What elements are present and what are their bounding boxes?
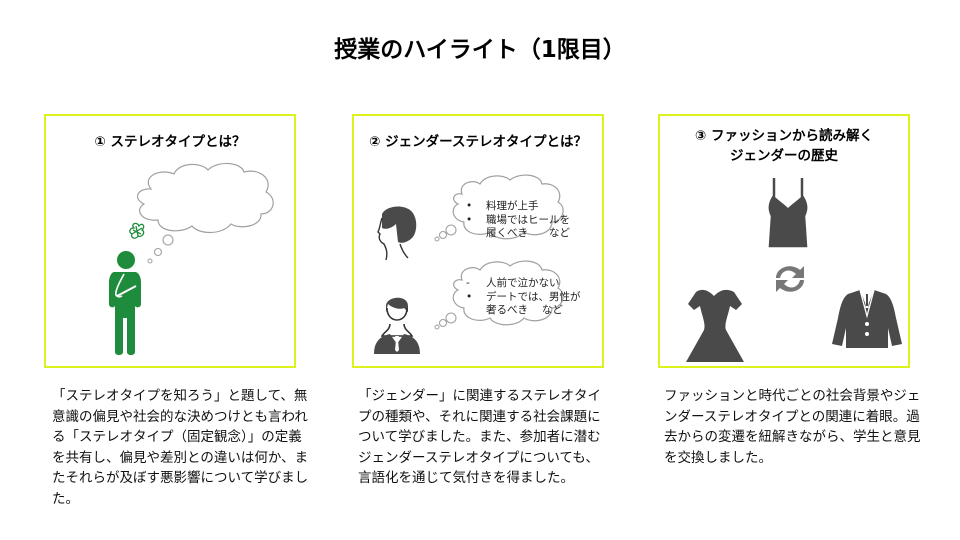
page-title: 授業のハイライト（1限目）	[334, 37, 626, 63]
bubble-item: 履くべき など	[486, 227, 570, 239]
bubble-item: 人前で泣かない	[486, 277, 560, 289]
bubble-item: 料理が上手	[486, 200, 539, 212]
bubble-woman-text: •料理が上手 •職場ではヒールを 履くべき など	[466, 200, 570, 239]
bubble-item: 奢るべき など	[486, 304, 563, 316]
woman-profile-icon	[377, 206, 417, 261]
panel-gender-stereotype: ② ジェンダーステレオタイプとは？ •料理が上手 •職場ではヒールを 履くべき …	[352, 114, 604, 368]
thought-cloud-icon	[434, 174, 564, 330]
panel-2-description: 「ジェンダー」に関連するステレオタイプの種類や、それに関連する社会課題について学…	[358, 388, 601, 486]
panel-fashion-history: ③ ファッションから読み解く ジェンダーの歴史	[658, 114, 910, 368]
thinking-person-icon	[109, 222, 145, 355]
panel-stereotype: ① ステレオタイプとは？	[44, 114, 296, 368]
cycle-arrows-icon	[776, 266, 804, 292]
dress-icon	[686, 289, 744, 362]
bubble-item: デートでは、男性が	[486, 290, 581, 303]
panel-2-title: ② ジェンダーステレオタイプとは？	[369, 134, 587, 150]
panel-3-description: ファッションと時代ごとの社会背景やジェンダーステレオタイプとの関連に着眼。過去か…	[664, 388, 921, 466]
bubble-man-text: -人前で泣かない •デートでは、男性が 奢るべき など	[466, 277, 581, 316]
suit-jacket-icon	[832, 289, 902, 348]
thought-cloud-icon	[136, 162, 274, 264]
panel-3-title-line2: ジェンダーの歴史	[730, 148, 838, 164]
panel-1-description: 「ステレオタイプを知ろう」と題して、無意識の偏見や社会的な決めつけとも言われる「…	[52, 388, 309, 507]
bubble-item: 職場ではヒールを	[486, 213, 570, 226]
panel-1-title: ① ステレオタイプとは？	[94, 134, 246, 150]
panel-3-title-line1: ③ ファッションから読み解く	[694, 128, 874, 144]
man-bust-icon	[374, 297, 420, 354]
camisole-icon	[768, 178, 808, 248]
